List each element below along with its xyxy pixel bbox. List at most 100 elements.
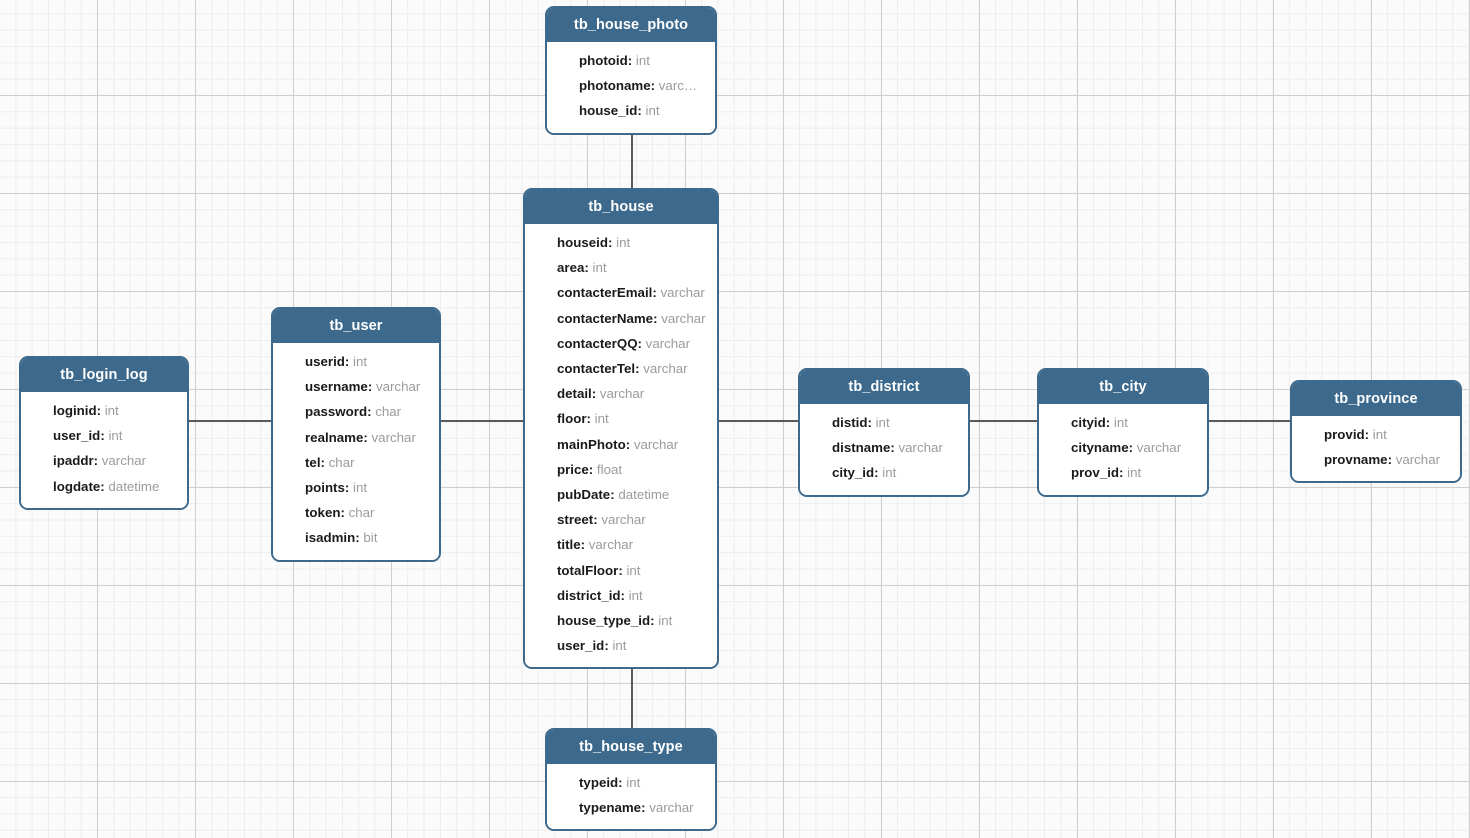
field-name: password [305, 404, 368, 420]
field-row[interactable]: tel: char [273, 450, 439, 475]
entity-title-tb_district: tb_district [800, 370, 968, 404]
field-row[interactable]: isadmin: bit [273, 525, 439, 550]
field-row[interactable]: house_id: int [547, 98, 715, 123]
field-row[interactable]: detail: varchar [525, 381, 717, 406]
field-row[interactable]: username: varchar [273, 374, 439, 399]
field-type: float [596, 461, 623, 477]
field-row[interactable]: points: int [273, 475, 439, 500]
field-separator: : [584, 260, 593, 276]
field-row[interactable]: title: varchar [525, 532, 717, 557]
field-separator: : [627, 53, 636, 68]
field-name: prov_id [1071, 465, 1120, 481]
field-type: varchar [898, 440, 943, 456]
field-row[interactable]: prov_id: int [1039, 460, 1207, 485]
field-row[interactable]: houseid: int [525, 230, 717, 255]
field-type: int [104, 403, 119, 418]
field-type: varchar [643, 361, 688, 377]
field-row[interactable]: price: float [525, 457, 717, 482]
field-row[interactable]: mainPhoto: varchar [525, 432, 717, 457]
field-name: provid [1324, 427, 1365, 442]
field-row[interactable]: totalFloor: int [525, 558, 717, 583]
field-name: photoid [579, 53, 628, 68]
field-type: int [645, 103, 660, 119]
connector-city-to-province[interactable] [1207, 420, 1292, 422]
field-name: totalFloor [557, 562, 619, 578]
entity-title-tb_province: tb_province [1292, 382, 1460, 416]
field-separator: : [100, 478, 109, 494]
field-separator: : [344, 354, 354, 369]
field-row[interactable]: area: int [525, 255, 717, 280]
field-row[interactable]: city_id: int [800, 460, 968, 485]
field-name: title [557, 537, 581, 553]
field-row[interactable]: photoname: varc… [547, 73, 715, 98]
field-name: typeid [579, 775, 619, 790]
field-separator: : [641, 800, 650, 816]
field-row[interactable]: logdate: datetime [21, 474, 187, 499]
field-separator: : [620, 587, 629, 603]
field-name: cityname [1071, 440, 1129, 456]
field-type: varchar [1395, 452, 1441, 468]
field-row[interactable]: typename: varchar [547, 795, 715, 820]
field-row[interactable]: photoid: int [547, 48, 715, 73]
field-row[interactable]: contacterEmail: varchar [525, 280, 717, 305]
field-name: pubDate [557, 487, 611, 503]
field-row[interactable]: distid: int [800, 410, 968, 435]
field-type: char [328, 454, 355, 470]
field-separator: : [625, 436, 634, 452]
field-type: int [658, 613, 673, 629]
field-name: loginid [53, 403, 97, 418]
field-row[interactable]: provid: int [1292, 422, 1460, 447]
field-row[interactable]: house_type_id: int [525, 608, 717, 633]
connector-user-to-house[interactable] [440, 420, 525, 422]
field-row[interactable]: contacterQQ: varchar [525, 331, 717, 356]
field-type: int [353, 354, 368, 369]
field-type: int [1113, 415, 1128, 430]
field-row[interactable]: street: varchar [525, 507, 717, 532]
connector-photo-to-house[interactable] [631, 132, 633, 190]
field-row[interactable]: token: char [273, 500, 439, 525]
field-name: price [557, 461, 589, 477]
field-row[interactable]: cityid: int [1039, 410, 1207, 435]
field-row[interactable]: ipaddr: varchar [21, 448, 187, 473]
field-separator: : [586, 411, 595, 427]
field-type: varchar [599, 386, 645, 402]
field-separator: : [1105, 415, 1114, 430]
field-row[interactable]: contacterTel: varchar [525, 356, 717, 381]
connector-house-to-district[interactable] [718, 420, 800, 422]
field-row[interactable]: provname: varchar [1292, 447, 1460, 472]
field-row[interactable]: floor: int [525, 406, 717, 431]
field-row[interactable]: userid: int [273, 349, 439, 374]
field-row[interactable]: user_id: int [525, 633, 717, 658]
field-row[interactable]: pubDate: datetime [525, 482, 717, 507]
field-row[interactable]: loginid: int [21, 398, 187, 423]
field-row[interactable]: district_id: int [525, 583, 717, 608]
field-row[interactable]: password: char [273, 399, 439, 424]
field-row[interactable]: cityname: varchar [1039, 435, 1207, 460]
field-separator: : [637, 103, 646, 119]
field-name: cityid [1071, 415, 1106, 430]
entity-title-tb_house_photo: tb_house_photo [547, 8, 715, 42]
field-type: int [612, 638, 627, 654]
connector-loginlog-to-user[interactable] [188, 420, 273, 422]
field-row[interactable]: realname: varchar [273, 425, 439, 450]
field-row[interactable]: typeid: int [547, 770, 715, 795]
field-row[interactable]: contacterName: varchar [525, 306, 717, 331]
field-separator: : [93, 453, 102, 469]
connector-house-to-type[interactable] [631, 664, 633, 730]
field-row[interactable]: distname: varchar [800, 435, 968, 460]
field-type: datetime [108, 478, 160, 494]
field-row[interactable]: user_id: int [21, 423, 187, 448]
connector-district-to-city[interactable] [968, 420, 1039, 422]
field-name: contacterQQ [557, 335, 638, 351]
